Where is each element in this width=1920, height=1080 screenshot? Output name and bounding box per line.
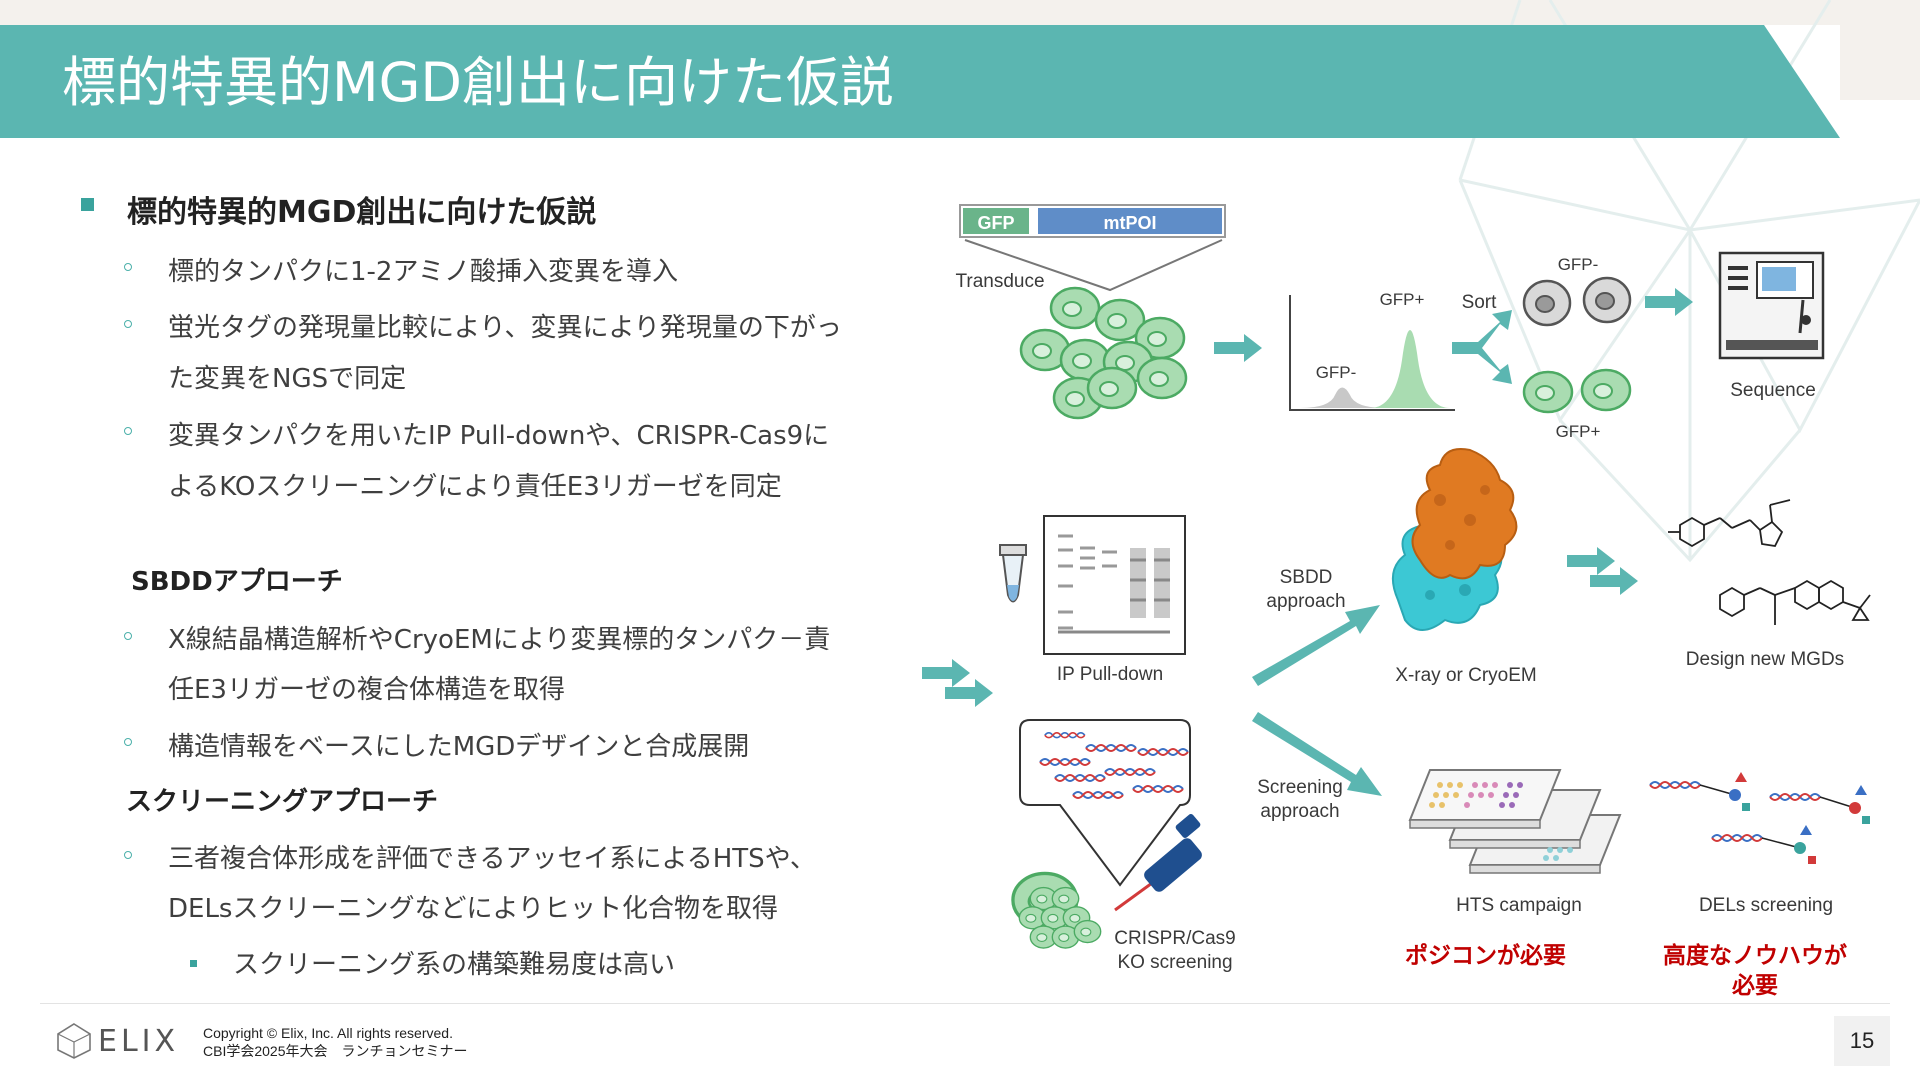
sort-split-arrow-icon: [1452, 310, 1512, 384]
small-square-bullet-icon: [190, 960, 197, 967]
sbdd-heading: SBDDアプローチ: [131, 567, 343, 597]
square-bullet-icon: [81, 198, 94, 211]
bullet-text-continued: 任E3リガーゼの複合体構造を取得: [168, 675, 565, 705]
gfp-minus-label: GFP-: [1316, 363, 1357, 382]
gfp-negative-cell-icon: [1522, 279, 1572, 327]
bullet-text: 変異タンパクを用いたIP Pull-downや、CRISPR-Cas9に: [168, 421, 830, 451]
design-label: Design new MGDs: [1686, 649, 1844, 670]
sequence-label: Sequence: [1730, 380, 1816, 401]
fluorescence-histogram: GFP- GFP+: [1289, 290, 1455, 411]
circle-bullet-icon: [124, 320, 132, 328]
bullet-text: 三者複合体形成を評価できるアッセイ系によるHTSや、: [168, 844, 816, 874]
sort-gfp-minus-label: GFP-: [1558, 255, 1599, 274]
mtpoi-label: mtPOI: [1103, 213, 1156, 233]
gfp-negative-cell-icon: [1582, 276, 1632, 324]
transduce-label: Transduce: [955, 271, 1044, 292]
circle-bullet-icon: [124, 427, 132, 435]
protein-complex-icon: [1391, 448, 1518, 631]
screening-label-line2: approach: [1260, 801, 1339, 822]
page-title: 標的特異的MGD創出に向けた仮説: [62, 51, 895, 114]
bullet-text: X線結晶構造解析やCryoEMにより変異標的タンパク－責: [168, 625, 831, 655]
main-heading: 標的特異的MGD創出に向けた仮説: [127, 195, 597, 230]
screening-heading: スクリーニングアプローチ: [126, 787, 439, 817]
gfp-mtpoi-construct: GFP mtPOI: [959, 204, 1226, 292]
bullet-text: 構造情報をベースにしたMGDデザインと合成展開: [168, 732, 750, 762]
dels-note-line2: 必要: [1732, 973, 1778, 999]
footer-text: Copyright © Elix, Inc. All rights reserv…: [203, 1024, 467, 1060]
ip-pulldown-label: IP Pull-down: [1057, 664, 1163, 685]
sbdd-label-line2: approach: [1266, 591, 1345, 612]
arrow-icon: [922, 659, 970, 687]
elix-logo-text: ELIX: [98, 1023, 180, 1059]
gfp-positive-cell-icon: [1522, 370, 1574, 414]
bullet-text-continued: よるKOスクリーニングにより責任E3リガーゼを同定: [168, 472, 782, 502]
sequencer-icon: [1718, 251, 1825, 360]
xray-label: X-ray or CryoEM: [1395, 665, 1536, 686]
arrow-icon: [1214, 334, 1262, 362]
pipette-icon: [1114, 814, 1202, 912]
dels-label: DELs screening: [1699, 895, 1833, 916]
screening-label-line1: Screening: [1257, 777, 1343, 798]
hts-label: HTS campaign: [1456, 895, 1582, 916]
elix-logo-icon: [57, 1023, 91, 1059]
elix-logo: ELIX: [56, 1022, 179, 1060]
gfp-positive-cell-icon: [1580, 368, 1632, 412]
arrow-icon: [1645, 288, 1693, 316]
crispr-label-line2: KO screening: [1117, 952, 1232, 973]
bullet-text-continued: た変異をNGSで同定: [168, 364, 407, 394]
event-text: CBI学会2025年大会 ランチョンセミナー: [203, 1043, 468, 1059]
arrow-icon: [1567, 547, 1615, 575]
sbdd-arrow-icon: [1252, 605, 1380, 686]
dels-library-icon: [1649, 772, 1870, 864]
page-number: 15: [1834, 1016, 1890, 1066]
hts-plates-icon: [1408, 769, 1622, 874]
crispr-dna-library-icon: [1019, 719, 1191, 887]
bullet-text: 標的タンパクに1-2アミノ酸挿入変異を導入: [168, 257, 678, 287]
gel-blot-icon: [1043, 515, 1186, 655]
dels-note-line1: 高度なノウハウが: [1663, 943, 1847, 969]
sort-gfp-plus-label: GFP+: [1556, 422, 1601, 441]
sort-label: Sort: [1462, 292, 1498, 313]
gfp-plus-label: GFP+: [1380, 290, 1425, 309]
sub-bullet-text: スクリーニング系の構築難易度は高い: [233, 950, 676, 980]
transduced-cells-icon: [1019, 286, 1188, 420]
bullet-text-continued: DELsスクリーニングなどによりヒット化合物を取得: [168, 894, 778, 924]
molecule-structures-icon: [1668, 499, 1871, 625]
crispr-label-line1: CRISPR/Cas9: [1114, 928, 1235, 949]
sbdd-label-line1: SBDD: [1280, 567, 1333, 588]
small-cells-icon: [1011, 871, 1102, 949]
circle-bullet-icon: [124, 263, 132, 271]
bullet-text: 蛍光タグの発現量比較により、変異により発現量の下がっ: [168, 313, 842, 343]
footer-divider: [40, 1003, 1890, 1004]
screening-arrow-icon: [1252, 712, 1382, 796]
title-bar: 標的特異的MGD創出に向けた仮説: [0, 25, 1840, 138]
circle-bullet-icon: [124, 851, 132, 859]
copyright-text: Copyright © Elix, Inc. All rights reserv…: [203, 1025, 453, 1041]
circle-bullet-icon: [124, 632, 132, 640]
gfp-label: GFP: [977, 213, 1014, 233]
hts-note: ポジコンが必要: [1405, 943, 1566, 969]
circle-bullet-icon: [124, 738, 132, 746]
sample-tube-icon: [999, 544, 1027, 603]
